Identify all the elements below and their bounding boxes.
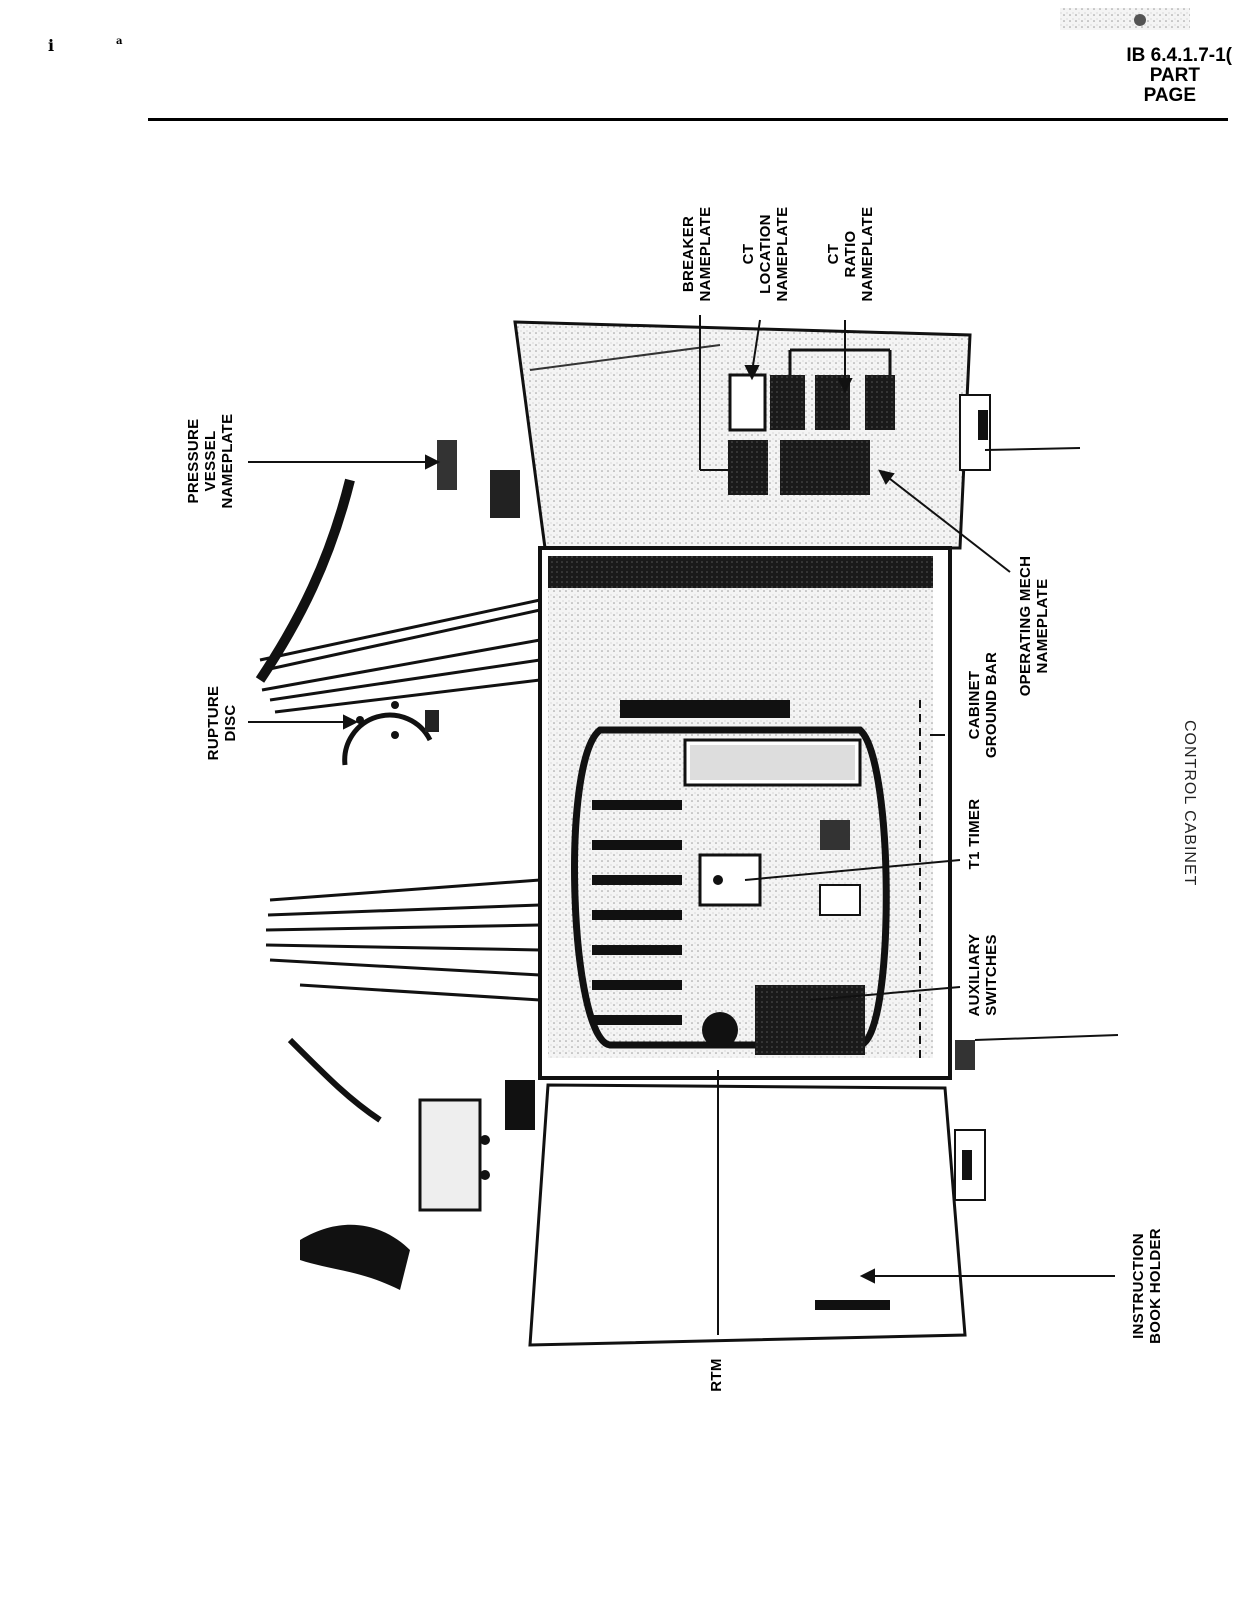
label-rupture-disc: RUPTURE DISC <box>205 678 239 768</box>
label-auxiliary-switches: AUXILIARY SWITCHES <box>966 920 1000 1030</box>
label-rtm: RTM <box>708 1350 725 1400</box>
label-ct-ratio-nameplate: CT RATIO NAMEPLATE <box>825 190 876 318</box>
label-t1-timer: T1 TIMER <box>966 788 983 880</box>
figure-caption: CONTROL CABINET <box>1180 720 1198 886</box>
label-ct-location-nameplate: CT LOCATION NAMEPLATE <box>740 190 791 318</box>
upper-door <box>515 322 990 548</box>
label-operating-mech-nameplate: OPERATING MECH NAMEPLATE <box>1017 540 1051 712</box>
label-pressure-vessel-nameplate: PRESSURE VESSEL NAMEPLATE <box>185 406 236 516</box>
label-breaker-nameplate: BREAKER NAMEPLATE <box>680 190 714 318</box>
label-instruction-book-holder: INSTRUCTION BOOK HOLDER <box>1130 1220 1164 1352</box>
cabinet-body <box>540 548 950 1078</box>
lower-door <box>530 1040 985 1345</box>
mechanism-bracket <box>300 1080 535 1290</box>
scan-noise <box>1060 8 1190 30</box>
pressure-vessel-plate <box>437 440 520 518</box>
label-cabinet-ground-bar: CABINET GROUND BAR <box>966 650 1000 760</box>
wire-bundles <box>260 480 540 1120</box>
rupture-disc <box>345 701 439 765</box>
